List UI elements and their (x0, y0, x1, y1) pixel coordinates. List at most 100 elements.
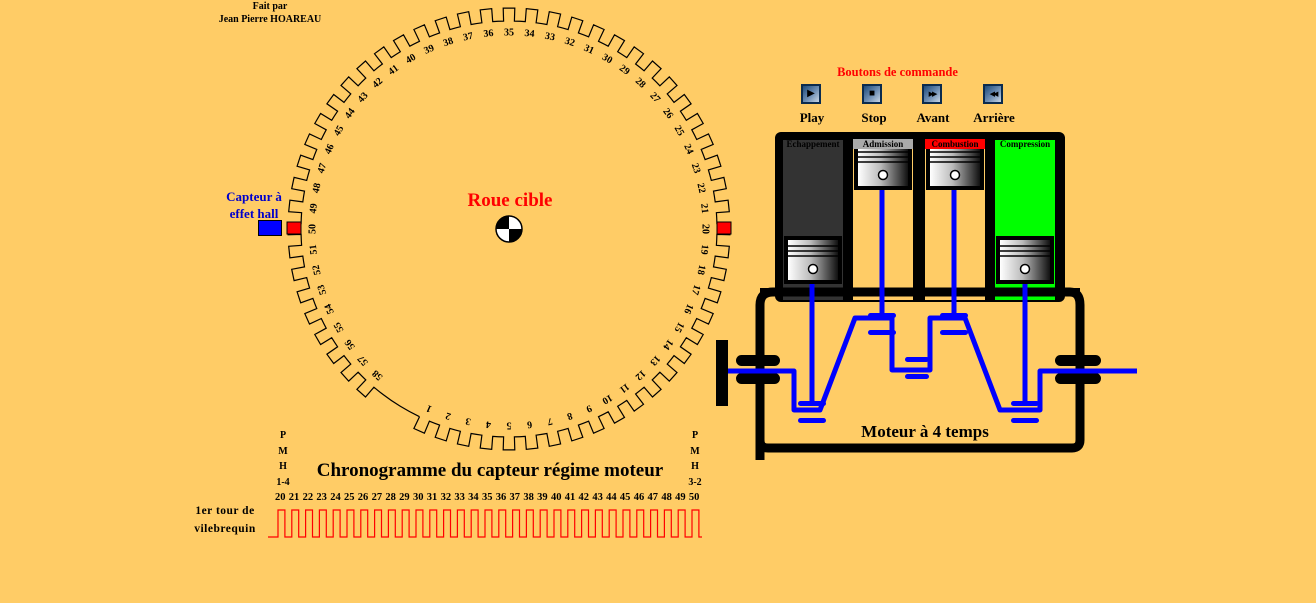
wheel-tooth-label: 20 (700, 224, 711, 234)
chronogram-tooth-number: 36 (495, 492, 507, 503)
chronogram-tooth-number: 44 (606, 492, 617, 503)
wheel-tooth-label: 58 (370, 367, 385, 382)
chronogram-tooth-number: 41 (564, 492, 576, 503)
wheel-tooth-label: 3 (465, 415, 472, 427)
crankshaft (728, 315, 1137, 413)
connecting-rods (809, 180, 1028, 403)
chronogram-tooth-number: 30 (412, 492, 424, 503)
chronogram-tooth-number: 46 (633, 492, 645, 503)
engine-title: Moteur à 4 temps (861, 422, 989, 441)
chronogram-tooth-number: 50 (688, 492, 700, 503)
chronogram-tooth-number: 34 (468, 492, 479, 503)
wheel-tooth-label: 22 (694, 182, 707, 194)
piston (926, 142, 984, 190)
chronogram-tooth-number: 23 (316, 492, 327, 503)
chronogram-tooth-number: 45 (619, 492, 631, 503)
wheel-tooth-label: 39 (422, 43, 436, 57)
wheel-tooth-label: 35 (504, 27, 514, 38)
chronogram-tooth-number: 20 (275, 492, 286, 503)
wheel-tooth-label: 21 (698, 203, 710, 214)
wheel-tooth-label: 26 (660, 106, 675, 121)
chronogram-tooth-number: 43 (592, 492, 603, 503)
tooth-highlight-50 (286, 221, 302, 235)
wheel-tooth-label: 16 (681, 302, 695, 316)
wheel-tooth-label: 41 (386, 63, 401, 78)
engine-diagram (716, 132, 1137, 460)
wheel-tooth-label: 9 (584, 402, 593, 414)
play-icon: ▶ (807, 88, 815, 99)
wheel-tooth-label: 51 (308, 244, 320, 255)
wheel-tooth-label: 28 (633, 76, 648, 91)
cylinder-block (775, 132, 1065, 302)
wheel-tooth-label: 43 (356, 90, 371, 105)
wheel-tooth-label: 34 (524, 28, 535, 40)
wheel-tooth-label: 32 (563, 36, 576, 50)
wheel-tooth-label: 49 (308, 203, 320, 214)
wheel-tooth-label: 10 (600, 392, 614, 407)
stop-icon: ■ (868, 88, 876, 99)
wheel-tooth-label: 23 (689, 162, 703, 175)
chronogram-tooth-number: 37 (509, 492, 521, 503)
controls-title: Boutons de commande (837, 65, 958, 79)
wheel-tooth-label: 42 (370, 76, 385, 91)
wheel-tooth-label: 48 (311, 182, 324, 194)
stop-label[interactable]: Stop (861, 110, 887, 125)
crank-revolution-label: 1er tour de vilebrequin (194, 505, 256, 535)
piston (996, 236, 1054, 284)
wheel-tooth-label: 37 (462, 31, 474, 44)
wheel-tooth-label: 7 (546, 415, 553, 427)
wheel-tooth-label: 11 (617, 381, 631, 395)
main-bearing-left (736, 355, 780, 384)
chronogram-tooth-number: 27 (371, 492, 383, 503)
hall-signal-waveform (268, 509, 702, 538)
wheel-tooth-label: 15 (672, 320, 687, 334)
chronogram-tooth-number: 47 (647, 492, 659, 503)
wheel-tooth-label: 17 (689, 283, 703, 296)
wheel-tooth-label: 36 (483, 28, 494, 40)
stroke-label-4: Compression (999, 139, 1051, 149)
wheel-tooth-label: 6 (526, 418, 532, 429)
wheel-tooth-label: 29 (617, 63, 632, 78)
chronogram-title: Chronogramme du capteur régime moteur (316, 460, 664, 481)
chronogram-tooth-number: 35 (481, 492, 493, 503)
stroke-label-1: Echappement (786, 139, 840, 149)
author-name: Jean Pierre HOAREAU (218, 14, 322, 25)
wheel-title: Roue cible (467, 190, 553, 211)
wheel-tooth-label: 1 (425, 402, 434, 414)
rewind-icon: ◀◀ (989, 90, 999, 98)
wheel-tooth-label: 57 (356, 353, 371, 368)
wheel-tooth-label: 24 (681, 142, 695, 156)
wheel-tooth-label: 45 (332, 124, 347, 138)
wheel-tooth-label: 25 (672, 124, 687, 138)
chronogram-tooth-number: 42 (578, 492, 590, 503)
play-label[interactable]: Play (799, 110, 825, 125)
wheel-tooth-label: 8 (566, 410, 574, 422)
stop-button[interactable]: ■ (862, 84, 882, 104)
wheel-tooth-label: 54 (323, 302, 337, 316)
wheel-tooth-label: 31 (582, 43, 596, 57)
wheel-tooth-label: 55 (332, 320, 347, 334)
rewind-label[interactable]: Arrière (973, 110, 1015, 125)
forward-label[interactable]: Avant (916, 110, 950, 125)
chronogram-tooth-number: 32 (440, 492, 452, 503)
wheel-tooth-label: 56 (343, 337, 358, 352)
wheel-tooth-label: 52 (311, 264, 324, 276)
chronogram-tooth-number: 22 (302, 492, 314, 503)
fast-forward-icon: ▶▶ (928, 90, 938, 98)
forward-button[interactable]: ▶▶ (922, 84, 942, 104)
chronogram-signal (268, 509, 702, 538)
rewind-button[interactable]: ◀◀ (983, 84, 1003, 104)
chronogram-tooth-number: 29 (399, 492, 410, 503)
wheel-tooth-label: 5 (507, 420, 512, 431)
tooth-highlight-20 (716, 221, 732, 235)
wheel-tooth-label: 33 (544, 31, 556, 44)
play-button[interactable]: ▶ (801, 84, 821, 104)
wheel-tooth-label: 50 (307, 224, 318, 234)
chronogram-tooth-number: 49 (675, 492, 686, 503)
chronogram-tooth-number: 28 (385, 492, 396, 503)
wheel-tooth-label: 4 (485, 418, 491, 429)
